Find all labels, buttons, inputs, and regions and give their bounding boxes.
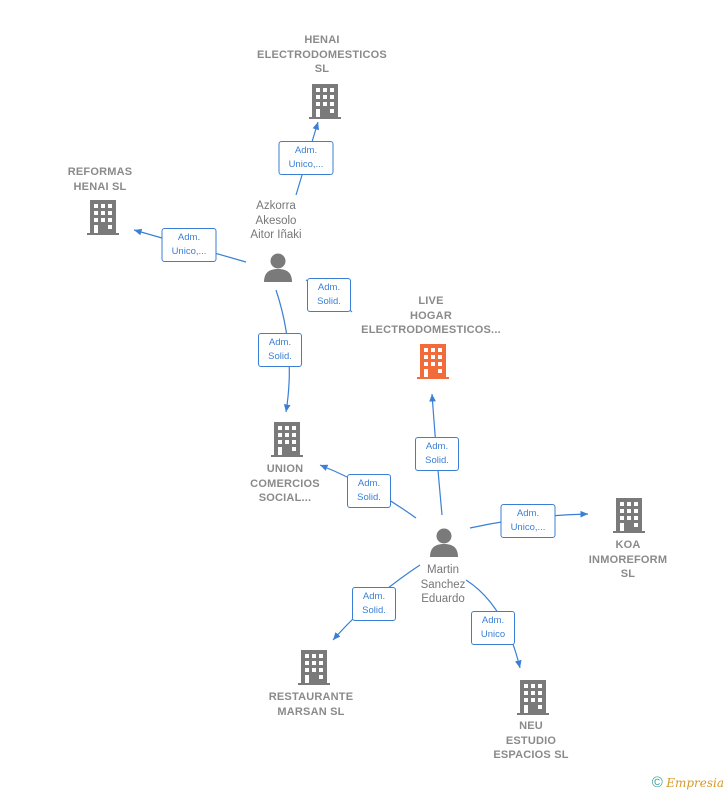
- person-icon[interactable]: [430, 528, 458, 558]
- building-icon[interactable]: [271, 422, 303, 457]
- relation-badge-r3[interactable]: Adm.Solid.: [307, 278, 351, 312]
- relation-badge-r4[interactable]: Adm.Solid.: [258, 333, 302, 367]
- building-icon[interactable]: [298, 650, 330, 685]
- node-martin-sanchez[interactable]: Martin Sanchez Eduardo: [420, 564, 466, 605]
- relation-badge-r8[interactable]: Adm.Solid.: [352, 587, 396, 621]
- building-icon[interactable]: [517, 680, 549, 715]
- node-neu-estudio[interactable]: NEU ESTUDIO ESPACIOS SL: [493, 720, 569, 761]
- node-reformas-henai[interactable]: REFORMAS HENAI SL: [67, 166, 133, 193]
- building-icon[interactable]: [309, 84, 341, 119]
- relation-badge-r9[interactable]: Adm.Unico: [471, 611, 515, 645]
- node-koa-inmoreform[interactable]: KOA INMOREFORM SL: [588, 539, 668, 580]
- relation-badge-r7[interactable]: Adm.Unico,...: [500, 504, 556, 538]
- building-icon-main[interactable]: [417, 344, 449, 379]
- brand-logo: Empresia: [666, 776, 724, 790]
- node-union-comercios[interactable]: UNION COMERCIOS SOCIAL...: [250, 463, 320, 504]
- building-icon[interactable]: [613, 498, 645, 533]
- node-restaurante-marsan[interactable]: RESTAURANTE MARSAN SL: [268, 691, 354, 718]
- building-icon[interactable]: [87, 200, 119, 235]
- relation-badge-r1[interactable]: Adm.Unico,...: [278, 141, 334, 175]
- relation-badge-r2[interactable]: Adm.Unico,...: [161, 228, 217, 262]
- empresia-watermark: © Empresia: [652, 774, 724, 791]
- node-henai-electrodomesticos[interactable]: HENAI ELECTRODOMESTICOS SL: [257, 34, 387, 75]
- person-icon[interactable]: [264, 253, 292, 283]
- node-azkorra-akesolo[interactable]: Azkorra Akesolo Aitor Iñaki: [250, 200, 302, 241]
- copyright-icon: ©: [651, 774, 663, 791]
- relation-badge-r6[interactable]: Adm.Solid.: [347, 474, 391, 508]
- node-live-hogar[interactable]: LIVE HOGAR ELECTRODOMESTICOS...: [361, 295, 501, 336]
- relation-badge-r5[interactable]: Adm.Solid.: [415, 437, 459, 471]
